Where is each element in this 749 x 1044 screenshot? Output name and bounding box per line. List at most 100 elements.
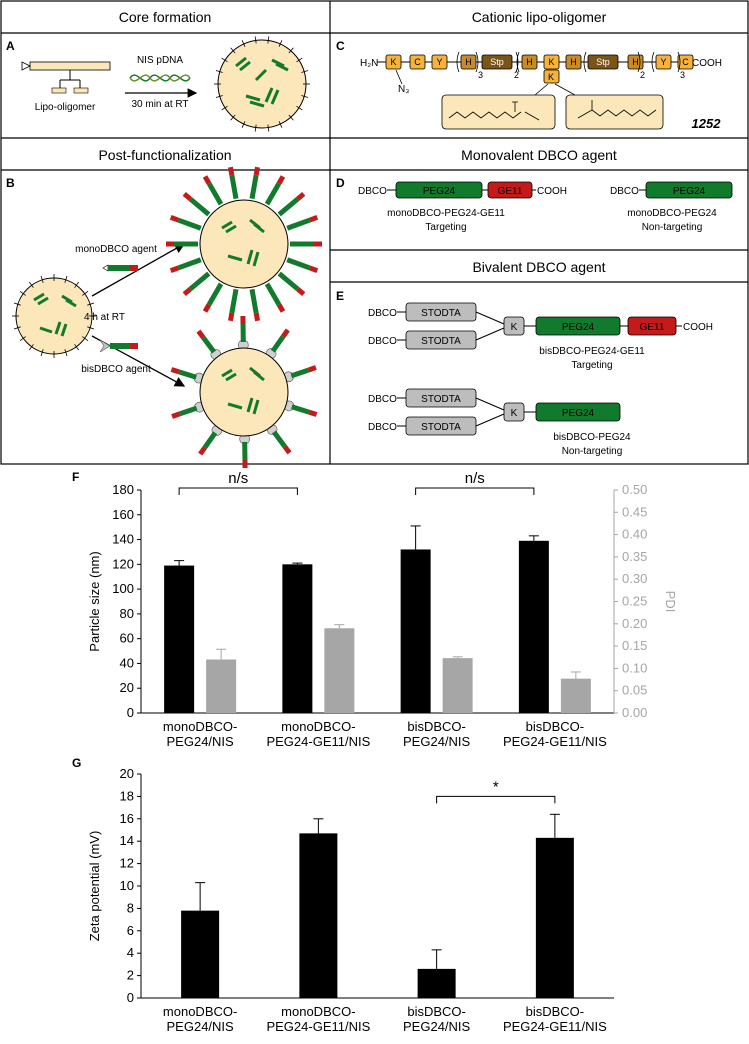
y-axis-title: Particle size (nm): [87, 551, 102, 651]
polyplex-core-icon: [214, 36, 310, 131]
peg-spike: [287, 220, 310, 228]
x-tick-label: monoDBCO-: [163, 719, 237, 734]
ge11-tip: [308, 367, 316, 370]
ge11-tip: [283, 330, 288, 337]
y-tick-label: 120: [112, 556, 134, 571]
ge11-tip: [184, 194, 190, 199]
bar: [324, 628, 354, 713]
bis-agent-label-text: bisDBCO agent: [81, 364, 151, 375]
peg-spike: [252, 289, 256, 313]
peg-spike: [178, 220, 201, 228]
peg-spike: [190, 199, 208, 214]
bar: [164, 566, 194, 713]
mono-functionalized-particle-icon: [166, 167, 322, 321]
y-tick-label: 140: [112, 532, 134, 547]
peg-spike: [203, 338, 214, 352]
y2-tick-label: 0.20: [622, 616, 647, 631]
x-tick-label: bisDBCO-: [526, 719, 585, 734]
y-tick-label: 6: [127, 923, 134, 938]
y-tick-label: 18: [120, 788, 134, 803]
panel-letter-e: E: [336, 289, 344, 303]
ge11-tip: [310, 217, 318, 220]
x-tick-label: monoDBCO-: [281, 1004, 355, 1019]
y2-tick-label: 0.25: [622, 594, 647, 609]
residue-label: Y: [436, 57, 442, 67]
panel-letter-g: G: [72, 756, 81, 770]
y2-tick-label: 0.30: [622, 571, 647, 586]
residue-label: Stp: [596, 57, 610, 67]
significance-label: *: [493, 778, 499, 795]
residue-label: H: [526, 57, 533, 67]
d-peg-1: PEG24: [423, 186, 456, 197]
peg-spike: [180, 408, 197, 414]
x-tick-label: PEG24-GE11/NIS: [503, 734, 607, 749]
compound-id: 1252: [692, 116, 722, 131]
mono-agent-label-text: monoDBCO agent: [75, 244, 157, 255]
x-tick-label: PEG24-GE11/NIS: [266, 1019, 370, 1034]
peg-spike: [273, 336, 283, 351]
post-time-label: 4 h at RT: [84, 312, 125, 323]
mono-dbco-agent-icon: [103, 265, 138, 271]
e-ge11: GE11: [640, 322, 665, 333]
y-tick-label: 20: [120, 680, 134, 695]
residue-label: H: [570, 57, 577, 67]
ge11-tip: [298, 289, 304, 294]
d-peg-2: PEG24: [673, 186, 706, 197]
panel-letter-f: F: [72, 470, 79, 484]
y2-tick-label: 0.40: [622, 527, 647, 542]
residue-label: H: [632, 57, 639, 67]
cationic-header: Cationic lipo-oligomer: [472, 9, 607, 25]
mono-targeting-construct: DBCO PEG24 GE11 COOH monoDBCO-PEG24-GE11…: [358, 182, 567, 233]
e-k-1: K: [511, 322, 518, 333]
peg-spike: [279, 274, 297, 289]
y2-tick-label: 0.10: [622, 660, 647, 675]
x-tick-label: monoDBCO-: [163, 1004, 237, 1019]
bis-functionalized-particle-icon: [171, 316, 316, 468]
cooh-label: COOH: [692, 58, 722, 69]
ge11-tip: [256, 313, 257, 321]
peg-spike: [274, 432, 285, 446]
sub-3b: 3: [680, 70, 685, 80]
x-tick-label: bisDBCO-: [526, 1004, 585, 1019]
d-name-1: monoDBCO-PEG24-GE11: [387, 208, 505, 219]
y2-tick-label: 0.15: [622, 638, 647, 653]
y-tick-label: 16: [120, 811, 134, 826]
ge11-tip: [310, 268, 318, 271]
residue-label: H: [465, 57, 472, 67]
sub-2b: 2: [640, 70, 645, 80]
y-tick-label: 10: [120, 878, 134, 893]
y-tick-label: 160: [112, 507, 134, 522]
ge11-tip: [171, 370, 179, 372]
lipo-oligomer-icon: [22, 62, 110, 93]
panel-letter-a: A: [6, 39, 15, 53]
e-peg-1: PEG24: [562, 322, 595, 333]
y-tick-label: 100: [112, 581, 134, 596]
peg-spike: [279, 199, 297, 214]
bis-agent-label: bisDBCO agent: [81, 364, 151, 375]
d-ge11: GE11: [498, 186, 523, 197]
peg-spike: [209, 284, 221, 305]
ge11-tip: [200, 448, 205, 455]
peg-spike: [291, 370, 308, 376]
ge11-tip: [285, 446, 290, 452]
ge11-tip: [230, 167, 231, 175]
y-tick-label: 0: [127, 705, 134, 720]
bis-nontargeting-construct: DBCO STODTA DBCO STODTA K PEG24 bisDBCO-…: [368, 389, 631, 457]
e-dbco-2b: DBCO: [368, 422, 397, 433]
peg-spike: [287, 260, 310, 268]
x-tick-label: PEG24/NIS: [167, 1019, 235, 1034]
bar: [282, 564, 312, 713]
y-tick-label: 40: [120, 655, 134, 670]
peg-spike: [205, 433, 215, 448]
bar: [418, 969, 456, 998]
peg-spike: [267, 183, 279, 204]
ge11-tip: [256, 167, 257, 175]
sub-2a: 2: [514, 70, 519, 80]
x-tick-label: PEG24/NIS: [167, 734, 235, 749]
e-cooh: COOH: [683, 322, 713, 333]
peg-spike: [292, 407, 309, 412]
peg-spike: [178, 260, 201, 268]
